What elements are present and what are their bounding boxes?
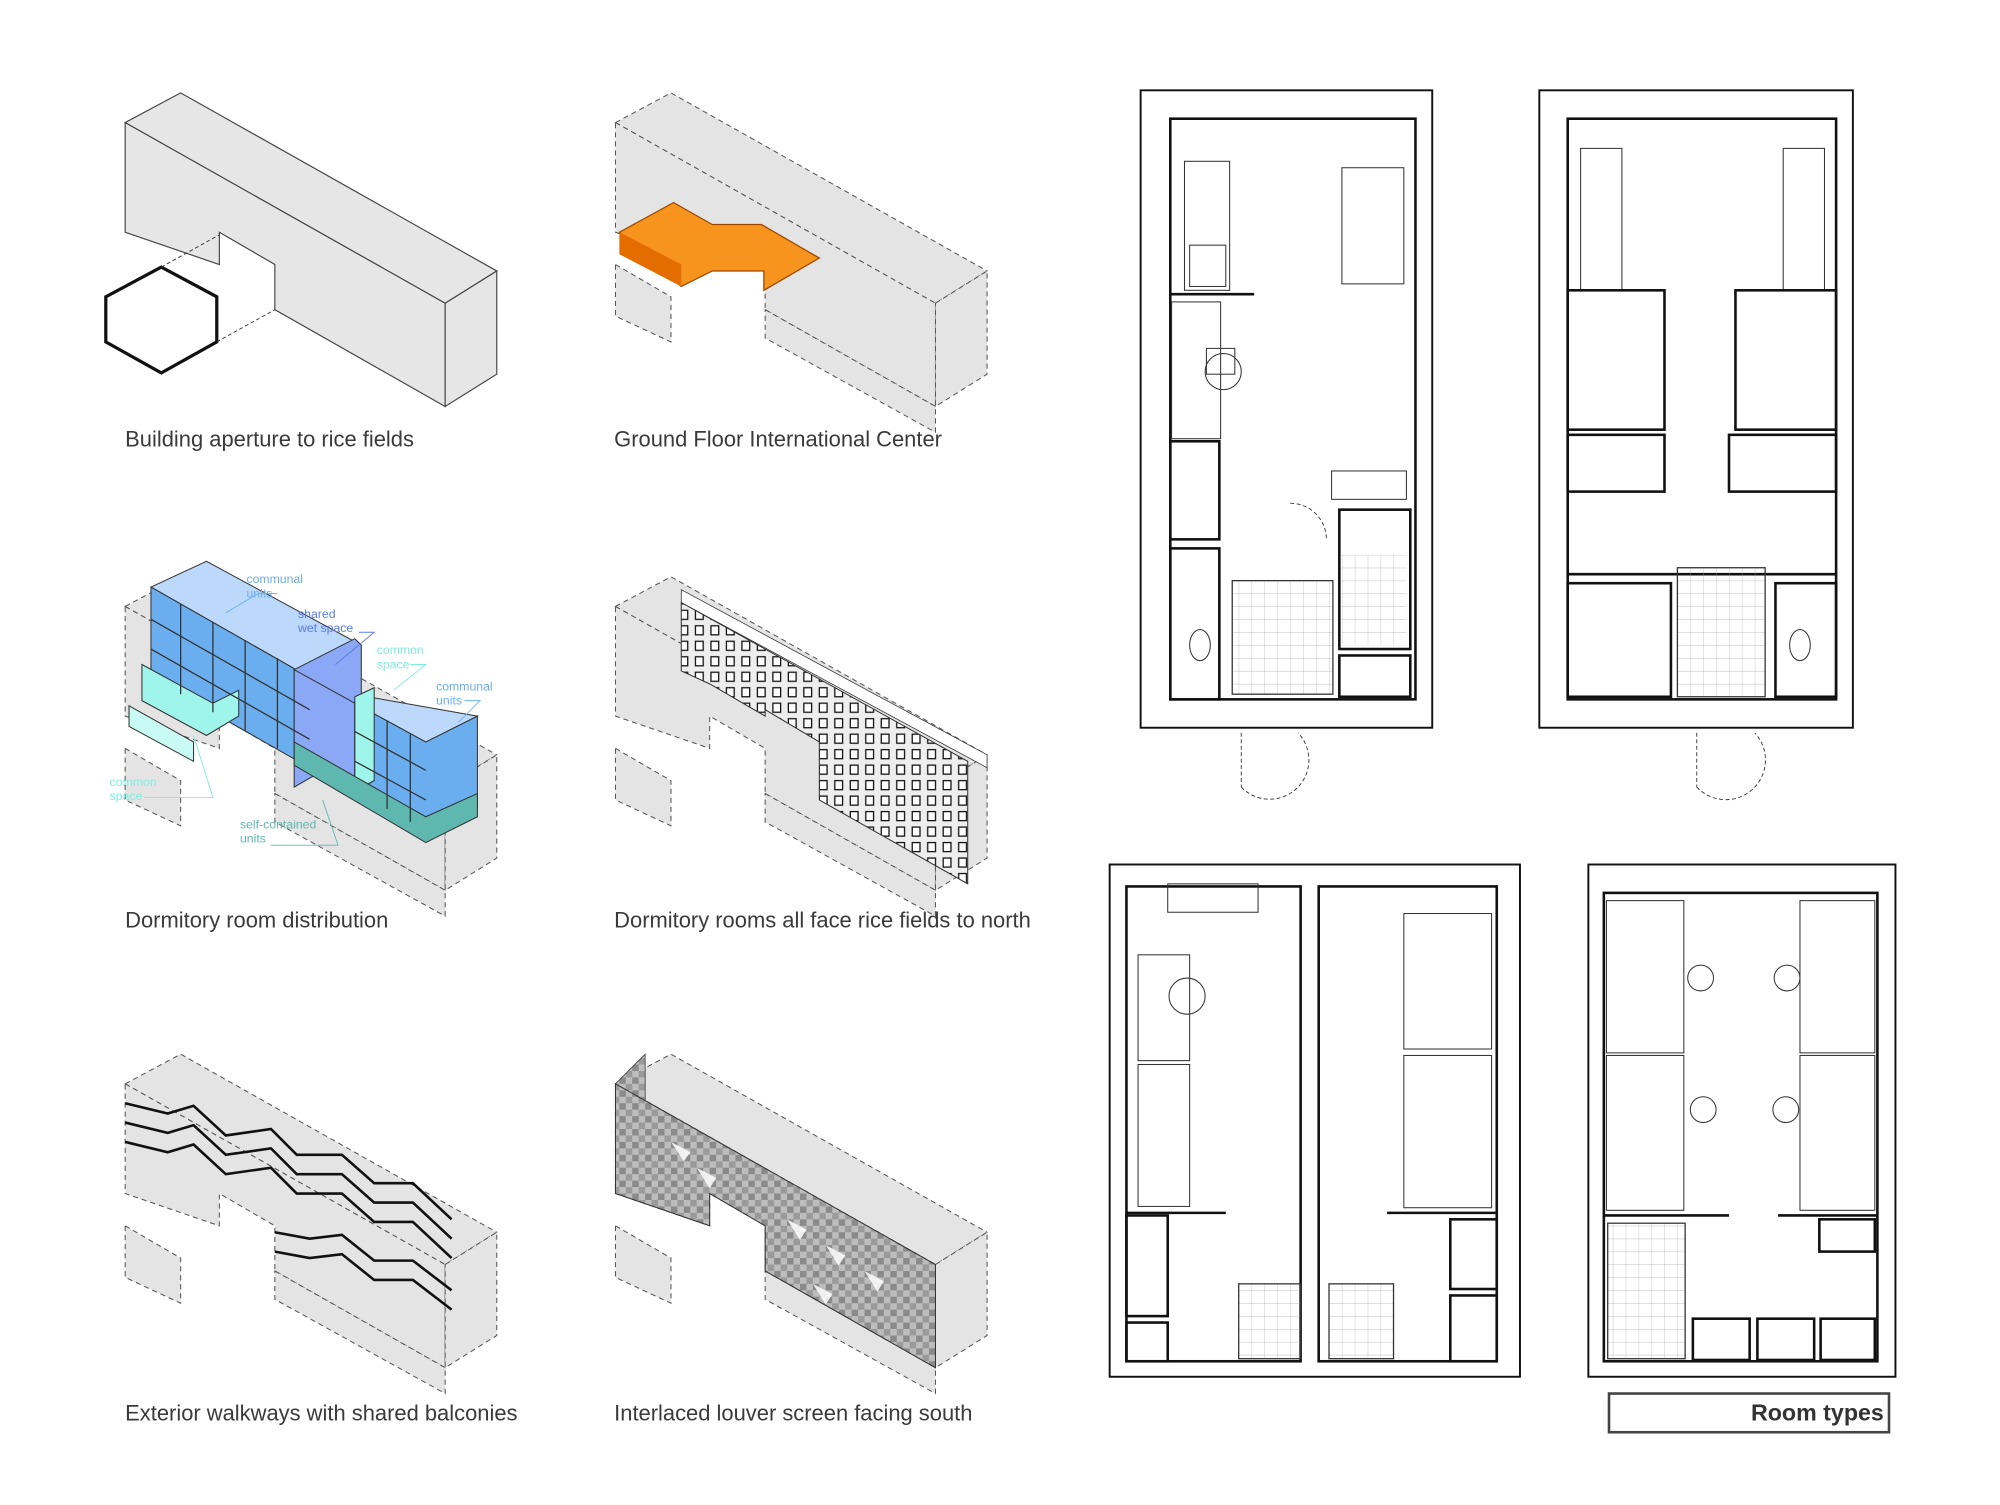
ground-floor-diagram <box>614 92 988 433</box>
label-shared-wet-space: shared <box>298 607 336 621</box>
label-common-space-2: common <box>110 775 157 789</box>
room-types-text: Room types <box>1751 1400 1884 1426</box>
north-facing-diagram <box>614 576 988 917</box>
caption-louver: Interlaced louver screen facing south <box>614 1401 972 1426</box>
distribution-diagram: communal units shared wet space common s… <box>110 560 498 917</box>
label-self-contained-units-line2: units <box>240 832 266 846</box>
aperture-cube <box>104 265 219 375</box>
room-types-label: Room types <box>1607 1392 1891 1434</box>
floor-plan-room-type-4 <box>1587 863 1897 1378</box>
label-communal-units: communal <box>246 572 303 586</box>
caption-north: Dormitory rooms all face rice fields to … <box>614 908 1031 933</box>
label-common-space-2-line2: space <box>110 789 143 803</box>
louver-diagram <box>614 1053 988 1395</box>
label-common-space: common <box>377 643 424 657</box>
walkways-diagram <box>124 1053 498 1395</box>
label-communal-units-line2: units <box>246 586 272 600</box>
floor-plan-room-type-1 <box>1139 89 1434 800</box>
floor-plan-room-type-2 <box>1538 89 1854 801</box>
label-self-contained-units: self-contained <box>240 817 316 831</box>
aperture-diagram <box>104 92 498 408</box>
caption-distribution: Dormitory room distribution <box>125 908 388 933</box>
label-common-space-line2: space <box>377 657 410 671</box>
label-communal-units-2: communal <box>436 679 493 693</box>
caption-ground-floor: Ground Floor International Center <box>614 426 942 451</box>
caption-aperture: Building aperture to rice fields <box>125 426 414 451</box>
label-shared-wet-space-line2: wet space <box>297 621 353 635</box>
caption-walkways: Exterior walkways with shared balconies <box>125 1401 517 1426</box>
label-communal-units-2-line2: units <box>436 694 462 708</box>
floor-plan-room-type-3 <box>1108 863 1521 1378</box>
